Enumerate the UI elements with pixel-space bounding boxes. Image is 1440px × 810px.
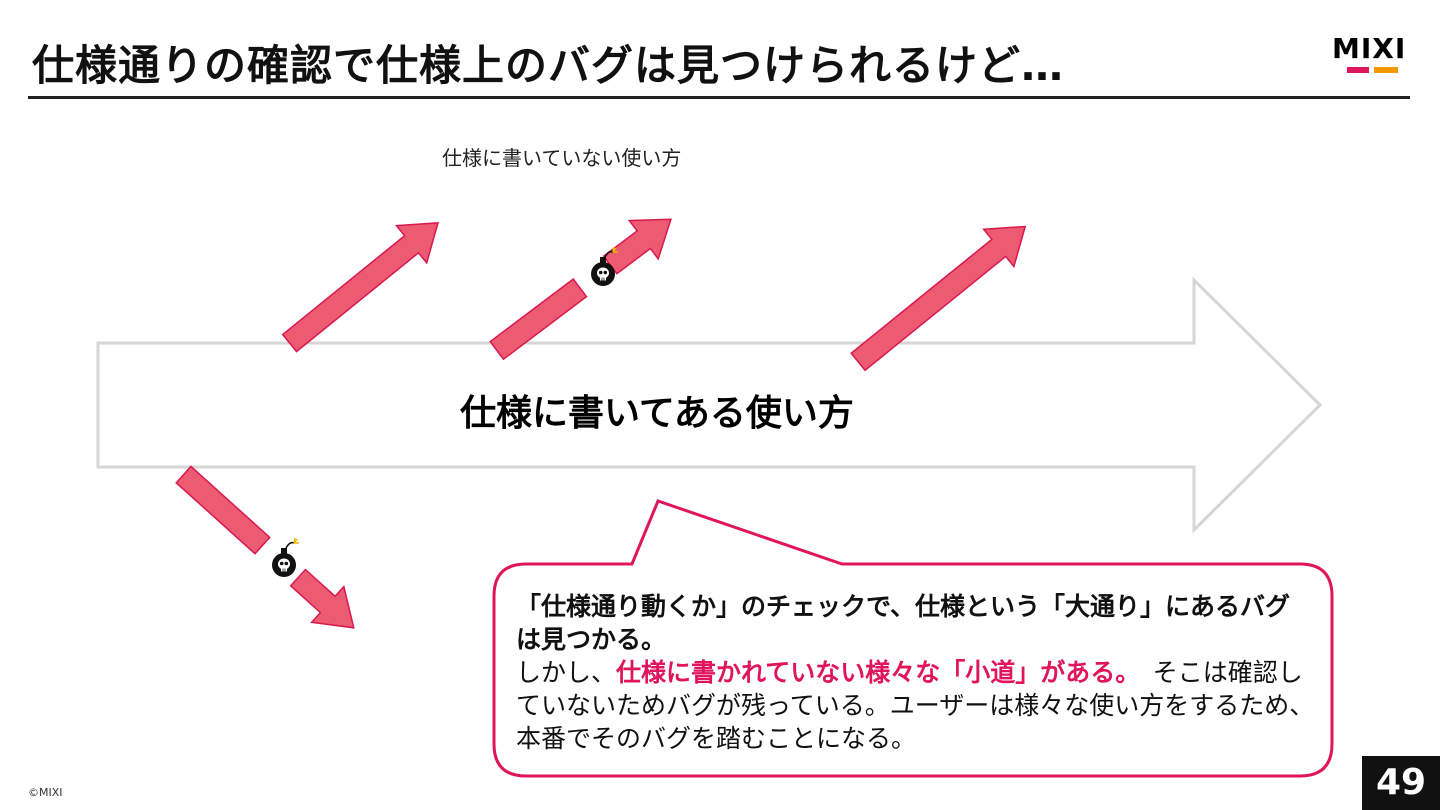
logo-accent-bar-orange [1374, 67, 1398, 73]
specified-usage-label: 仕様に書いてある使い方 [460, 393, 854, 434]
callout-lead: しかし、 [516, 658, 617, 687]
callout-line1-cont: は見つかる。 [516, 625, 667, 654]
skull-bomb-icon [271, 537, 300, 578]
unspecified-usage-label: 仕様に書いていない使い方 [442, 146, 682, 170]
branch-arrow-upper-2 [489, 218, 672, 361]
callout-bubble [492, 499, 1334, 778]
brand-logo-text: MIXI [1332, 32, 1407, 65]
page-number: 49 [1362, 756, 1440, 810]
branch-arrow-upper-3 [850, 225, 1027, 372]
brand-logo: MIXI [1332, 32, 1412, 76]
branch-arrow-upper-1 [281, 222, 440, 353]
callout-text: 「仕様通り動くか」のチェックで、仕様という「大通り」にあるバグ は見つかる。 し… [516, 590, 1316, 755]
callout-line1: 「仕様通り動くか」のチェックで、仕様という「大通り」にあるバグ [516, 592, 1291, 621]
title-divider [28, 96, 1410, 99]
slide-title: 仕様通りの確認で仕様上のバグは見つけられるけど… [32, 41, 1065, 90]
main-path-arrow [96, 276, 1323, 534]
copyright-notice: ©MIXI [28, 786, 63, 799]
branch-arrow-lower [175, 465, 355, 629]
logo-accent-bar-pink [1347, 67, 1369, 73]
callout-emphasis: 仕様に書かれていない様々な「小道」がある。 [616, 658, 1128, 687]
callout-tail: そこは確認していないためバグが残っている。ユーザーは様々な使い方をするため、本番… [516, 658, 1315, 753]
